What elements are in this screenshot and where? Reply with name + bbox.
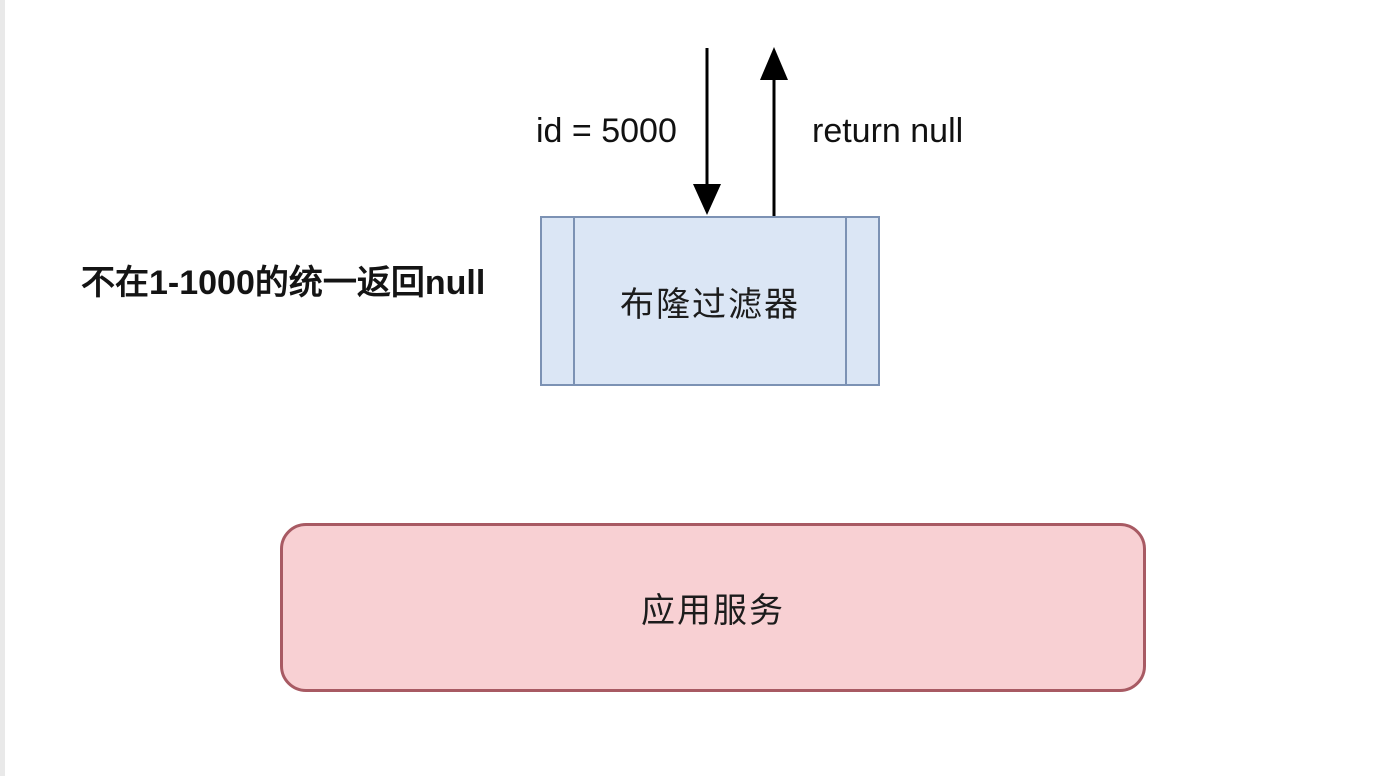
request-label: id = 5000 — [536, 112, 677, 150]
bloom-filter-label: 布隆过滤器 — [620, 285, 800, 324]
bloom-filter-box: 布隆过滤器 — [540, 216, 880, 386]
bloom-box-left-divider — [573, 218, 575, 384]
response-up-arrow-icon — [760, 47, 788, 218]
app-service-label: 应用服务 — [641, 592, 785, 630]
request-down-arrow-icon — [693, 48, 721, 215]
response-label: return null — [812, 112, 964, 150]
page-edge-strip — [0, 0, 5, 776]
side-note-label: 不在1-1000的统一返回null — [81, 264, 486, 302]
app-service-box: 应用服务 — [280, 523, 1146, 692]
bloom-box-right-divider — [845, 218, 847, 384]
